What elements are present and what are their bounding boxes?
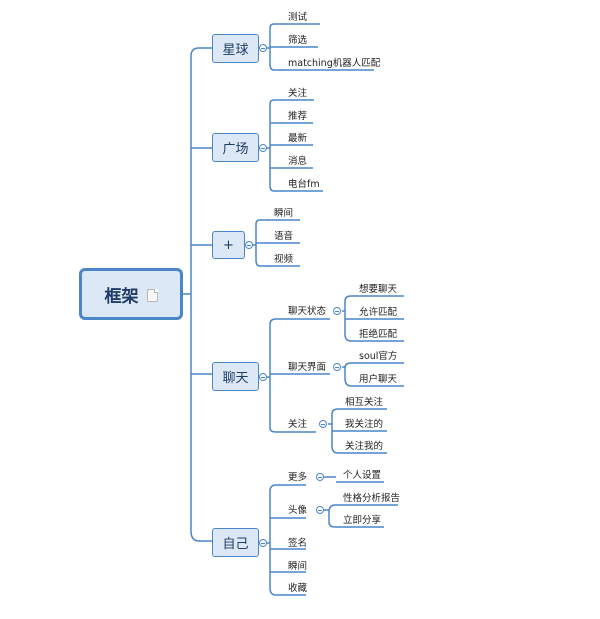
sub-branch-node[interactable]: 更多 <box>288 472 308 483</box>
leaf-node[interactable]: 筛选 <box>288 35 308 46</box>
leaf-node[interactable]: 视频 <box>274 254 294 265</box>
leaf-node[interactable]: 瞬间 <box>288 561 308 572</box>
leaf-node[interactable]: 关注我的 <box>345 441 384 452</box>
leaf-node[interactable]: 签名 <box>288 538 308 549</box>
leaf-node[interactable]: 测试 <box>288 12 308 23</box>
branch-node-planet[interactable]: 星球 <box>212 34 259 63</box>
leaf-node[interactable]: 推荐 <box>288 111 308 122</box>
sub-branch-node[interactable]: 聊天界面 <box>288 362 327 373</box>
leaf-node[interactable]: 收藏 <box>288 583 308 594</box>
leaf-node[interactable]: matching机器人匹配 <box>288 58 381 69</box>
collapse-toggle-icon[interactable] <box>333 307 341 315</box>
root-label: 框架 <box>104 286 139 307</box>
leaf-node[interactable]: 电台fm <box>288 179 320 190</box>
leaf-node[interactable]: 语音 <box>274 231 294 242</box>
collapse-toggle-icon[interactable] <box>259 44 267 52</box>
leaf-node[interactable]: 用户聊天 <box>359 374 398 385</box>
leaf-node[interactable]: 立即分享 <box>343 515 382 526</box>
collapse-toggle-icon[interactable] <box>316 506 324 514</box>
note-icon[interactable] <box>146 288 158 302</box>
leaf-node[interactable]: 性格分析报告 <box>343 493 401 504</box>
root-node[interactable]: 框架 <box>79 268 183 320</box>
leaf-node[interactable]: 相互关注 <box>345 397 384 408</box>
collapse-toggle-icon[interactable] <box>319 420 327 428</box>
sub-branch-node[interactable]: 关注 <box>288 419 308 430</box>
branch-node-self[interactable]: 自己 <box>212 528 259 557</box>
collapse-toggle-icon[interactable] <box>245 241 253 249</box>
sub-branch-node[interactable]: 聊天状态 <box>288 306 327 317</box>
branch-node-chat[interactable]: 聊天 <box>212 362 259 391</box>
branch-node-plus[interactable]: + <box>212 231 245 259</box>
leaf-node[interactable]: 消息 <box>288 156 308 167</box>
leaf-node[interactable]: soul官方 <box>359 351 398 362</box>
leaf-node[interactable]: 想要聊天 <box>359 284 398 295</box>
leaf-node[interactable]: 个人设置 <box>343 470 382 481</box>
leaf-node[interactable]: 瞬间 <box>274 208 294 219</box>
collapse-toggle-icon[interactable] <box>259 373 267 381</box>
leaf-node[interactable]: 允许匹配 <box>359 307 398 318</box>
leaf-node[interactable]: 关注 <box>288 88 308 99</box>
collapse-toggle-icon[interactable] <box>259 144 267 152</box>
leaf-node[interactable]: 拒绝匹配 <box>359 329 398 340</box>
sub-branch-node[interactable]: 头像 <box>288 505 308 516</box>
leaf-node[interactable]: 最新 <box>288 133 308 144</box>
collapse-toggle-icon[interactable] <box>333 363 341 371</box>
collapse-toggle-icon[interactable] <box>259 539 267 547</box>
branch-node-square[interactable]: 广场 <box>212 133 259 162</box>
collapse-toggle-icon[interactable] <box>316 473 324 481</box>
leaf-node[interactable]: 我关注的 <box>345 419 384 430</box>
